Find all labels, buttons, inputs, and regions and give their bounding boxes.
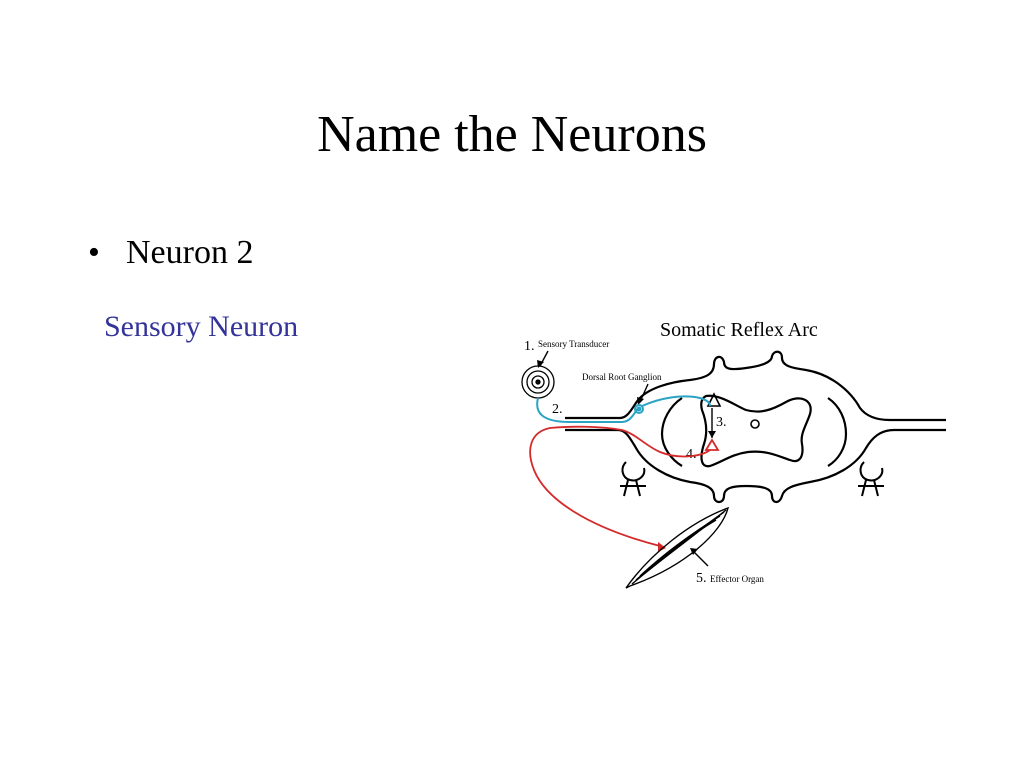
- diagram-title: Somatic Reflex Arc: [660, 319, 818, 341]
- sympathetic-ganglion-right-icon: [858, 461, 884, 497]
- sensory-neuron: [536, 395, 711, 423]
- interneuron-cell-icon: [706, 392, 722, 407]
- effector-organ-icon: [625, 506, 730, 589]
- interneuron-arrow-icon: [708, 431, 716, 438]
- spinal-cord-outline: [565, 350, 946, 504]
- sensory-transducer-icon: [521, 365, 555, 399]
- label-dorsal-root-ganglion: Dorsal Root Ganglion: [582, 372, 662, 382]
- arrow-5-head-icon: [690, 548, 698, 555]
- central-canal-icon: [750, 419, 760, 429]
- slide-title: Name the Neurons: [317, 106, 707, 163]
- label-1: 1.: [524, 339, 535, 354]
- label-3: 3.: [716, 415, 727, 430]
- answer-text: Sensory Neuron: [104, 310, 299, 343]
- reflex-arc-diagram: Somatic Reflex Arc 1. Sensory Transducer…: [510, 310, 950, 595]
- bullet-item: • Neuron 2: [88, 232, 253, 274]
- sympathetic-ganglion-left-icon: [620, 461, 646, 497]
- motor-neuron: [529, 425, 720, 547]
- label-2: 2.: [552, 402, 563, 417]
- label-effector-organ: Effector Organ: [710, 574, 764, 584]
- label-5: 5.: [696, 571, 707, 586]
- label-sensory-transducer: Sensory Transducer: [538, 339, 609, 349]
- label-4: 4.: [686, 447, 697, 462]
- bullet-text: Neuron 2: [126, 234, 254, 271]
- bullet-dot-icon: •: [88, 234, 100, 271]
